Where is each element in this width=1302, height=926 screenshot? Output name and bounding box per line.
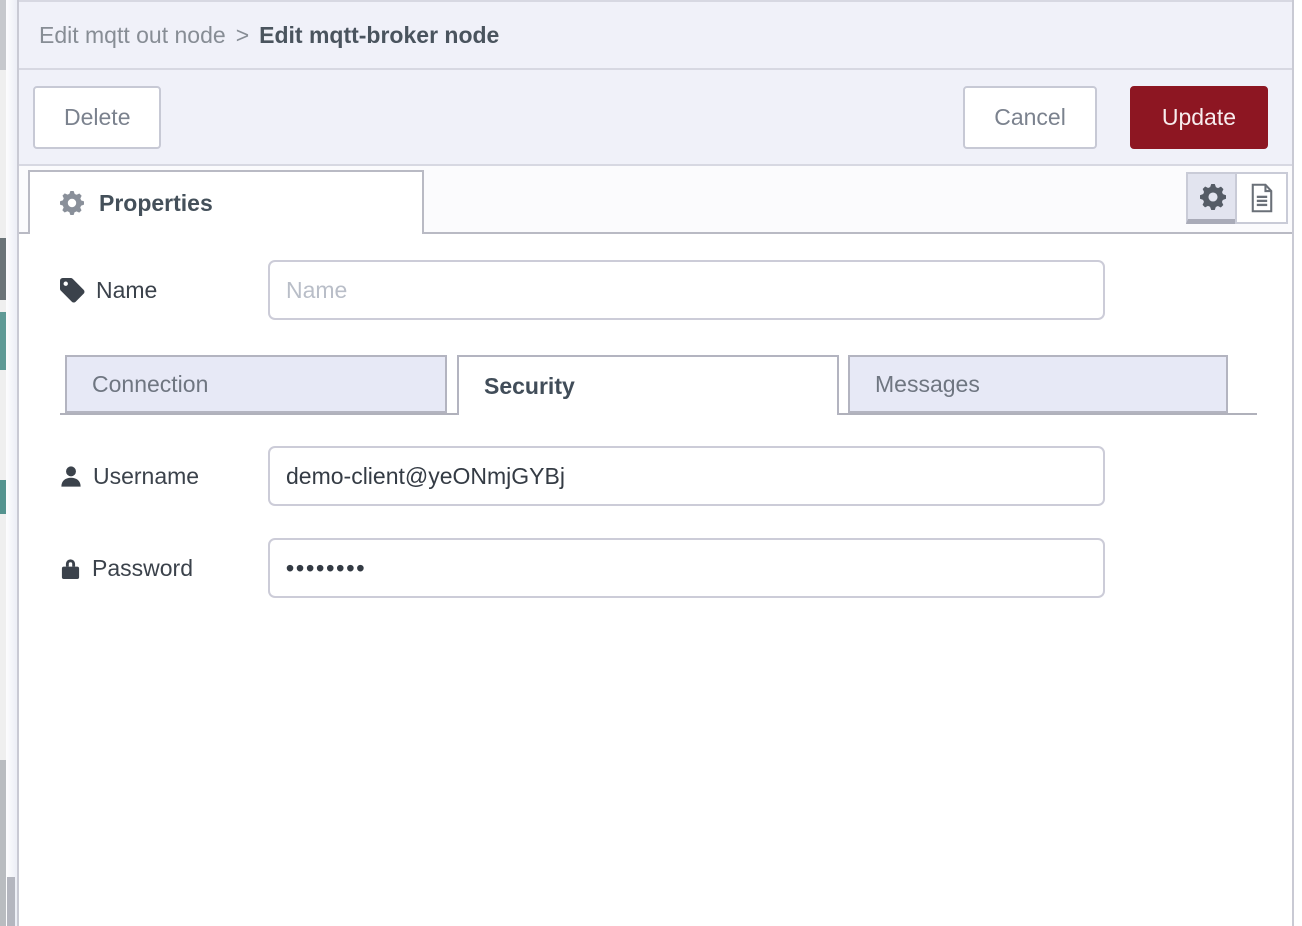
lock-icon bbox=[60, 557, 81, 580]
palette-node-fragment bbox=[0, 480, 6, 514]
tab-connection[interactable]: Connection bbox=[65, 355, 447, 413]
broker-config-tabs: Connection Security Messages bbox=[60, 355, 1257, 415]
document-icon bbox=[1248, 183, 1276, 213]
password-row: Password bbox=[60, 538, 1292, 598]
dialog-button-bar: Delete Cancel Update bbox=[19, 70, 1292, 166]
name-label-text: Name bbox=[96, 276, 158, 303]
gear-icon bbox=[1199, 183, 1226, 210]
update-button[interactable]: Update bbox=[1129, 85, 1268, 149]
editor-tab-bar: Properties bbox=[19, 166, 1292, 234]
palette-header-fragment bbox=[0, 0, 6, 70]
password-label-text: Password bbox=[92, 554, 193, 581]
edit-dialog-tray: Edit mqtt out node > Edit mqtt-broker no… bbox=[19, 0, 1294, 926]
breadcrumb-separator: > bbox=[235, 21, 250, 48]
workspace-gap bbox=[6, 0, 17, 926]
node-description-button[interactable] bbox=[1235, 172, 1288, 224]
delete-button[interactable]: Delete bbox=[33, 85, 162, 149]
palette-node-fragment bbox=[0, 238, 6, 300]
tab-security[interactable]: Security bbox=[457, 355, 839, 415]
tab-messages[interactable]: Messages bbox=[848, 355, 1228, 413]
palette-scrollbar[interactable] bbox=[7, 877, 15, 926]
username-input[interactable] bbox=[268, 446, 1105, 506]
palette-sliver bbox=[0, 0, 6, 926]
palette-node-fragment bbox=[0, 312, 6, 370]
user-icon bbox=[60, 465, 82, 488]
password-label: Password bbox=[60, 555, 268, 582]
tab-messages-label: Messages bbox=[875, 370, 980, 397]
tag-icon bbox=[60, 277, 85, 303]
tab-security-label: Security bbox=[484, 372, 575, 399]
username-label-text: Username bbox=[93, 462, 200, 489]
breadcrumb-current: Edit mqtt-broker node bbox=[259, 21, 500, 48]
password-input[interactable] bbox=[268, 538, 1105, 598]
cancel-button[interactable]: Cancel bbox=[963, 85, 1097, 149]
breadcrumb: Edit mqtt out node > Edit mqtt-broker no… bbox=[19, 0, 1292, 70]
palette-footer-fragment bbox=[0, 760, 6, 926]
node-settings-button[interactable] bbox=[1186, 172, 1239, 224]
tab-properties-label: Properties bbox=[99, 189, 213, 216]
username-row: Username bbox=[60, 446, 1292, 506]
tray-left-border bbox=[17, 0, 19, 926]
screen-right-strip bbox=[1296, 0, 1302, 926]
name-row: Name bbox=[60, 260, 1292, 320]
tab-properties[interactable]: Properties bbox=[28, 170, 424, 234]
name-label: Name bbox=[60, 277, 268, 304]
tab-bar-underline bbox=[19, 232, 1292, 234]
breadcrumb-parent[interactable]: Edit mqtt out node bbox=[39, 21, 226, 48]
properties-panel: Name Connection Security Messages bbox=[19, 234, 1292, 926]
gear-icon bbox=[60, 191, 84, 215]
name-input[interactable] bbox=[268, 260, 1105, 320]
username-label: Username bbox=[60, 463, 268, 490]
tab-connection-label: Connection bbox=[92, 370, 209, 397]
